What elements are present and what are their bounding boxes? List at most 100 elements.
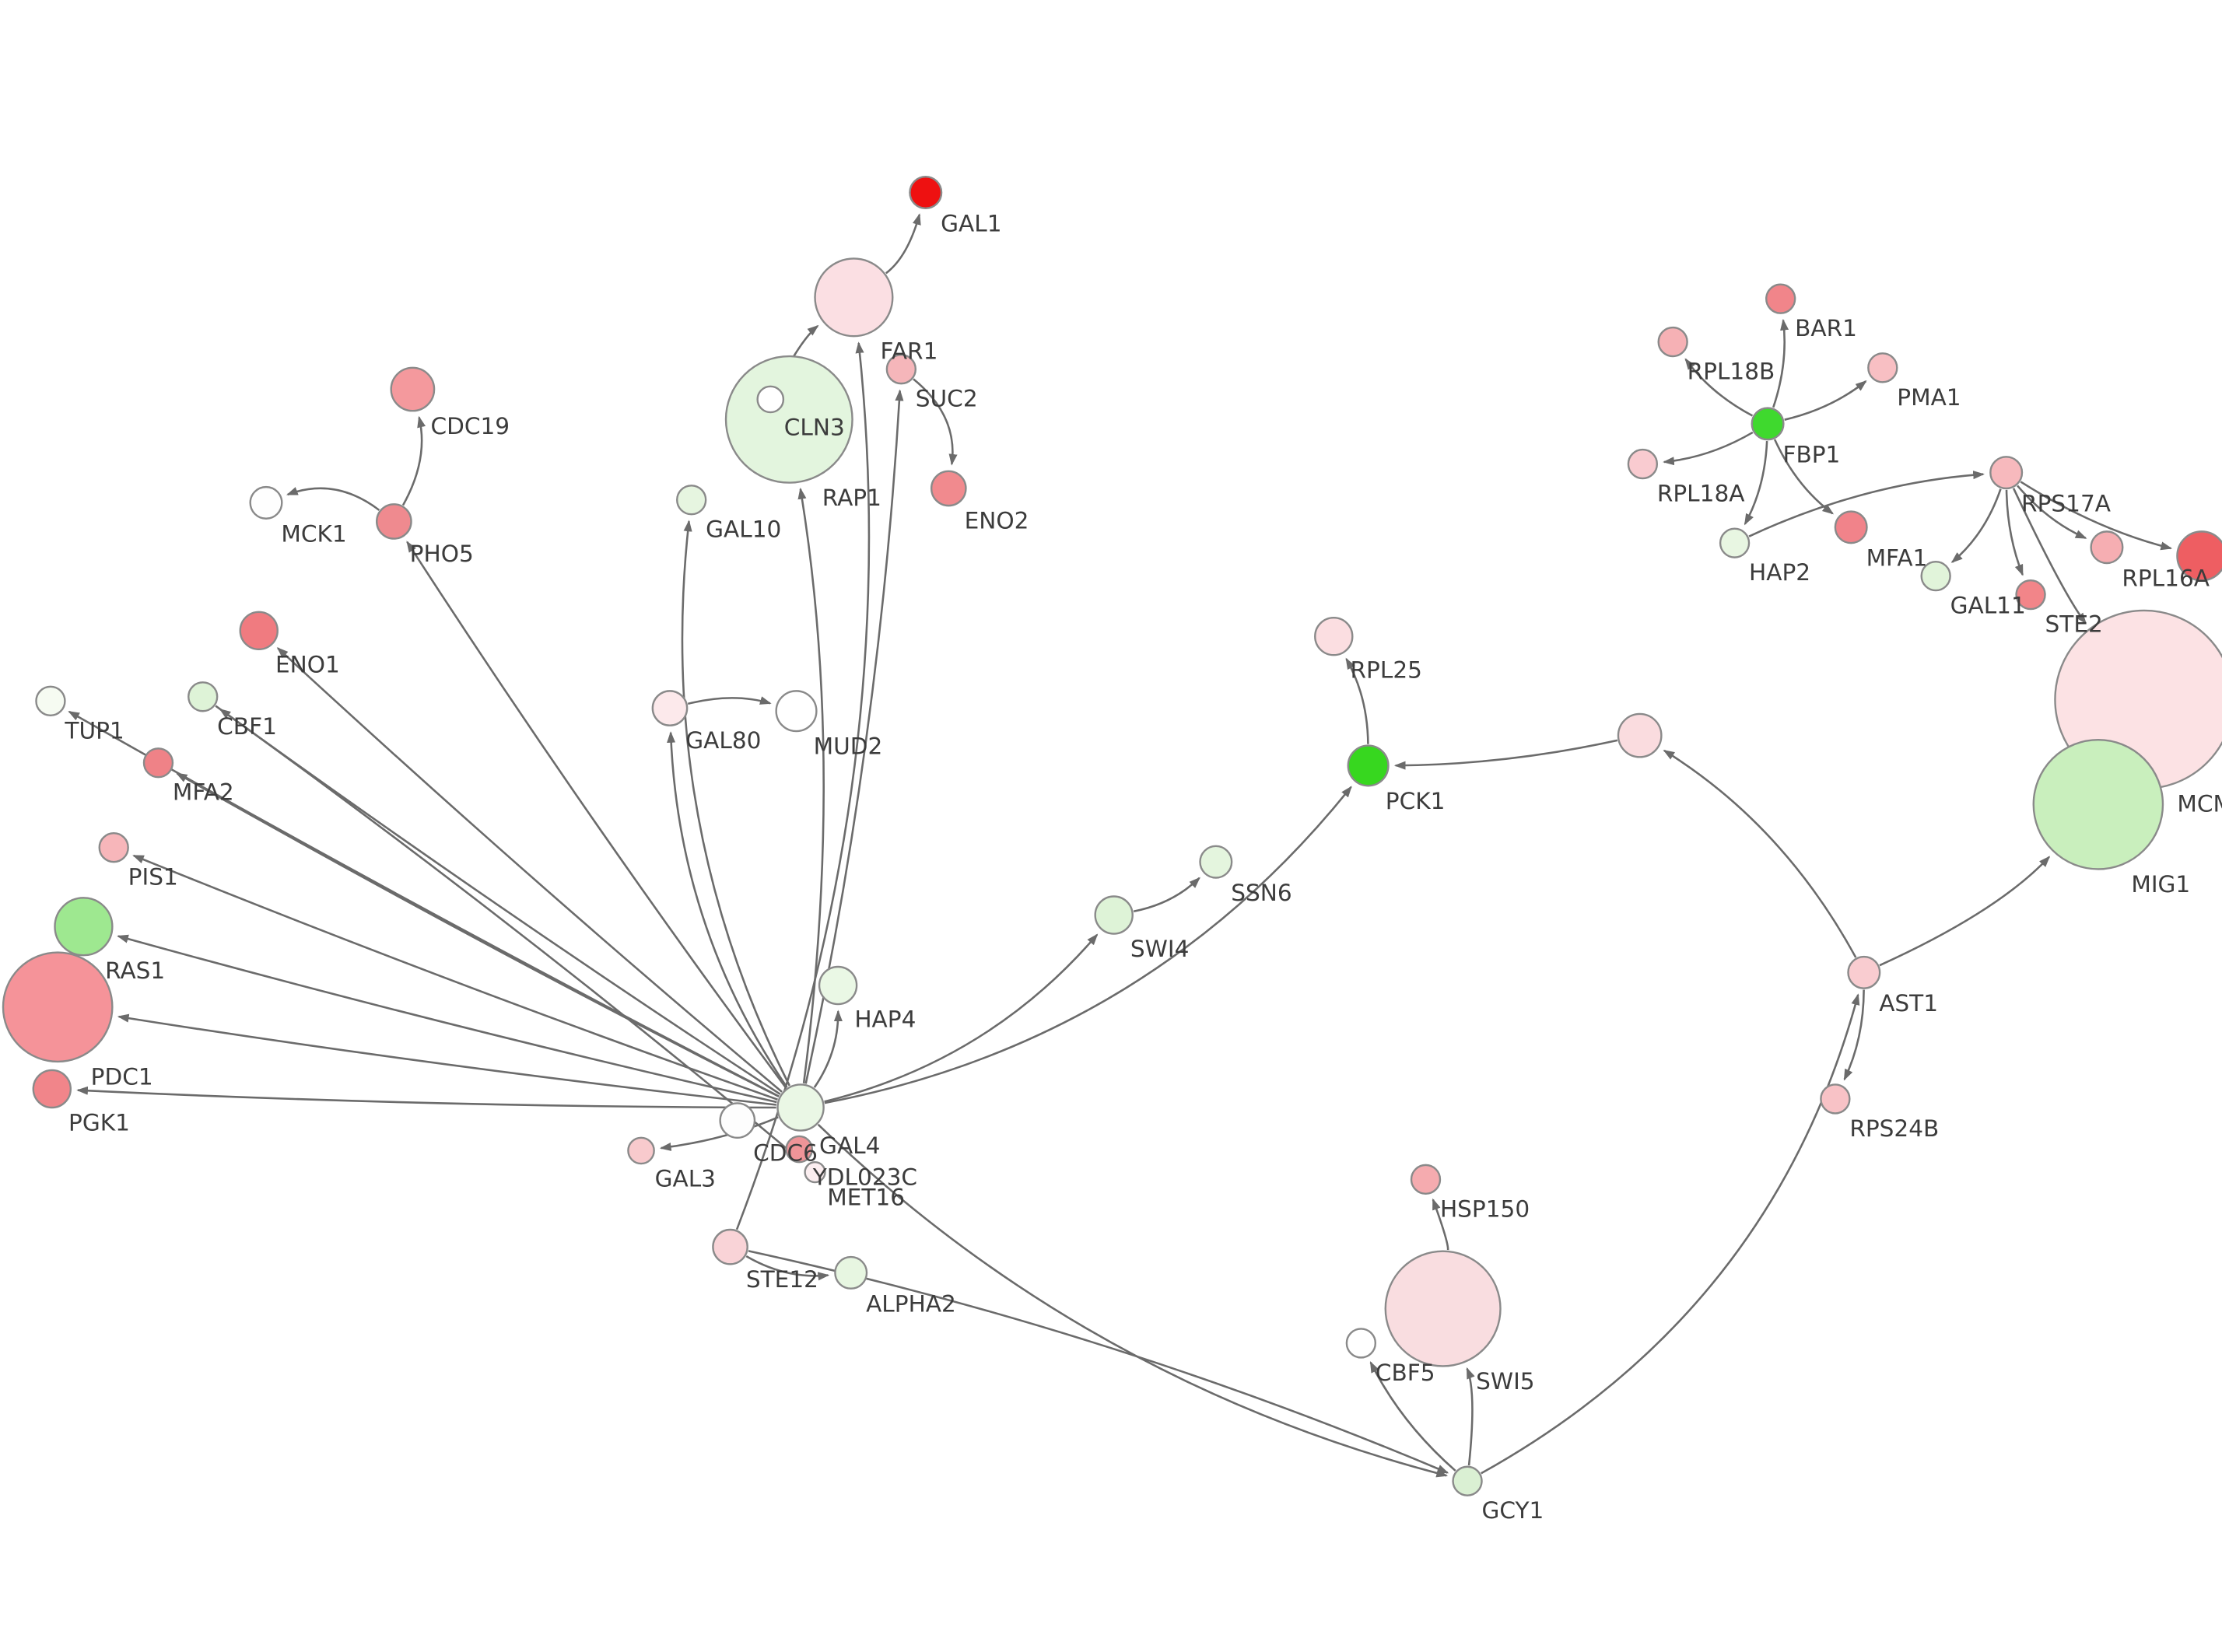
edge-GCY1-CBF5[interactable] (1369, 1360, 1456, 1472)
edge-GAL4-SWI4[interactable] (824, 933, 1099, 1103)
edge-GAL4-PDC1[interactable] (117, 1013, 776, 1106)
node-RPL16A[interactable] (2090, 530, 2124, 565)
edge-FAR1-GAL1[interactable] (885, 213, 921, 275)
edge-GAL4-RAS1[interactable] (117, 934, 777, 1104)
edge-FBP1-PMA1[interactable] (1784, 380, 1867, 421)
node-STE12[interactable] (712, 1228, 748, 1265)
edge-GAL4-PCK1[interactable] (824, 786, 1352, 1104)
edge-GAL4-RAP1[interactable] (797, 487, 825, 1083)
edge-FBP1-BAR1[interactable] (1772, 318, 1789, 408)
node-RPL18B[interactable] (1657, 326, 1688, 358)
edge-HAP2-RPS17A[interactable] (1748, 471, 1985, 537)
edge-GAL80-MUD2[interactable] (687, 696, 772, 705)
edge-GAL4-MFA2[interactable] (175, 772, 780, 1097)
node-YDL023C[interactable] (785, 1135, 814, 1164)
node-GAL10[interactable] (676, 485, 707, 516)
node-MFA1[interactable] (1834, 510, 1868, 544)
edge-RPS17A-STE2[interactable] (2005, 489, 2024, 576)
edge-CBF1-MET16[interactable] (215, 705, 803, 1163)
node-PCK1[interactable] (1347, 744, 1390, 787)
node-ENO2[interactable] (930, 470, 967, 507)
node-RPS17A[interactable] (1989, 456, 2024, 490)
edge-NODE_1141-PCK1[interactable] (1393, 739, 1618, 770)
edge-GAL4-PHO5[interactable] (406, 541, 787, 1089)
edge-FBP1-HAP2[interactable] (1744, 440, 1768, 526)
edge-AST1-NODE_1141[interactable] (1663, 749, 1857, 958)
node-BAR1[interactable] (1765, 283, 1796, 314)
node-HIS4[interactable] (2176, 530, 2222, 582)
node-NODE_1141[interactable] (1617, 712, 1663, 758)
edge-RPS17A-GAL11[interactable] (1950, 488, 2002, 563)
edge-GCY1-AST1[interactable] (1481, 993, 1860, 1475)
edge-FBP1-MFA1[interactable] (1773, 439, 1835, 515)
node-PGK1[interactable] (32, 1069, 72, 1109)
edge-GAL4-GAL3[interactable] (659, 1116, 779, 1151)
node-GAL80[interactable] (651, 690, 689, 726)
node-GAL11[interactable] (1920, 560, 1951, 592)
node-GAL3[interactable] (627, 1136, 655, 1165)
node-GCY1[interactable] (1452, 1465, 1483, 1496)
node-MIG1[interactable] (2032, 738, 2164, 870)
node-RPL18A[interactable] (1627, 448, 1659, 480)
node-PHO5[interactable] (376, 503, 412, 540)
node-ALPHA2[interactable] (834, 1255, 868, 1290)
node-RAP1[interactable] (724, 355, 853, 484)
node-label-MCM1: MCM1 (2177, 791, 2222, 817)
edge-SWI5-HSP150[interactable] (1432, 1198, 1449, 1251)
node-RPS24B[interactable] (1820, 1083, 1851, 1115)
node-FAR1[interactable] (814, 257, 894, 338)
edge-GAL4-GAL10[interactable] (681, 520, 790, 1087)
node-TUP1[interactable] (35, 685, 66, 716)
node-MET16[interactable] (804, 1160, 826, 1184)
node-FBP1[interactable] (1751, 407, 1785, 441)
node-HSP150[interactable] (1410, 1164, 1442, 1195)
edge-FBP1-RPL18B[interactable] (1684, 358, 1754, 417)
node-MFA2[interactable] (142, 747, 174, 779)
node-SWI4[interactable] (1094, 895, 1134, 935)
node-GAL1[interactable] (909, 175, 943, 210)
edge-AST1-RPS24B[interactable] (1843, 989, 1865, 1081)
node-ENO1[interactable] (239, 611, 279, 651)
edge-SWI4-SSN6[interactable] (1133, 877, 1200, 912)
edge-STE12-ALPHA2[interactable] (745, 1255, 830, 1281)
node-CLN3[interactable] (756, 385, 785, 414)
edge-GAL4-ENO1[interactable] (276, 647, 783, 1093)
edge-PHO5-MCK1[interactable] (286, 487, 380, 511)
node-SUC2[interactable] (885, 353, 917, 385)
edge-GAL4-GAL80[interactable] (667, 731, 788, 1088)
edge-SUC2-ENO2[interactable] (913, 378, 958, 466)
node-HAP4[interactable] (818, 965, 858, 1006)
node-RPL25[interactable] (1314, 616, 1354, 656)
edge-PHO5-CDC19[interactable] (401, 415, 426, 506)
edge-AST1-MIG1[interactable] (1879, 856, 2051, 967)
edge-RPS17A-RPL16A[interactable] (2017, 485, 2087, 540)
edge-GAL4-GCY1[interactable] (817, 1123, 1449, 1478)
node-CDC6[interactable] (719, 1102, 756, 1139)
node-STE2[interactable] (2015, 579, 2046, 611)
node-label-CDC6: CDC6 (753, 1139, 818, 1166)
edge-GAL4-HAP4[interactable] (813, 1010, 843, 1088)
node-CBF5[interactable] (1345, 1328, 1377, 1359)
node-HAP2[interactable] (1719, 527, 1751, 558)
edge-PCK1-RPL25[interactable] (1345, 657, 1369, 744)
edge-GAL4-PGK1[interactable] (76, 1086, 776, 1109)
node-label-RPL18A: RPL18A (1657, 481, 1745, 507)
node-PMA1[interactable] (1867, 352, 1898, 383)
edge-FBP1-RPL18A[interactable] (1663, 431, 1754, 466)
node-CDC19[interactable] (390, 366, 436, 412)
edge-GCY1-SWI5[interactable] (1466, 1367, 1475, 1466)
edge-RPS17A-MCM1[interactable] (2012, 488, 2087, 625)
node-RAS1[interactable] (54, 897, 114, 957)
node-PIS1[interactable] (98, 832, 129, 863)
edge-RPS17A-HIS4[interactable] (2020, 481, 2173, 551)
node-MUD2[interactable] (775, 690, 818, 733)
node-SSN6[interactable] (1199, 845, 1233, 879)
node-CBF1[interactable] (188, 681, 219, 712)
node-MCK1[interactable] (249, 485, 283, 520)
node-GAL4[interactable] (776, 1083, 825, 1132)
node-SWI5[interactable] (1384, 1250, 1502, 1367)
node-AST1[interactable] (1847, 955, 1881, 989)
node-PDC1[interactable] (2, 951, 114, 1063)
edge-GAL4-PIS1[interactable] (132, 854, 778, 1101)
